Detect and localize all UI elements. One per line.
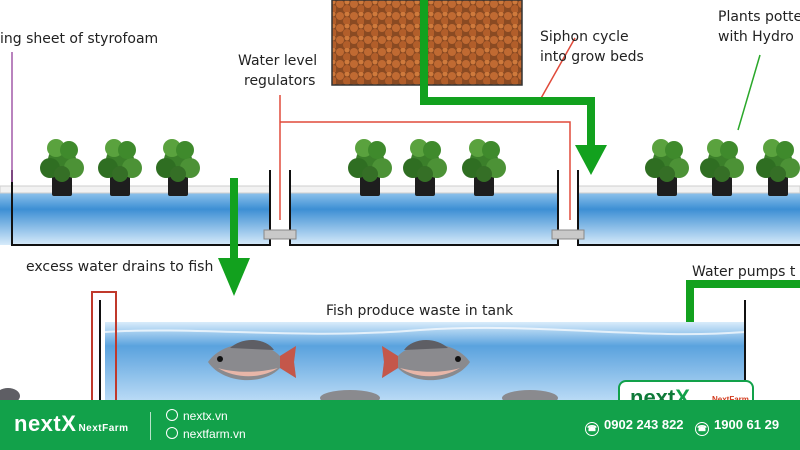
label-siphon-2: into grow beds [540, 49, 644, 65]
footer-divider [150, 412, 151, 440]
footer-phone-2[interactable]: ☎1900 61 29 [695, 417, 779, 436]
logo-subtext: NextFarm [712, 395, 749, 404]
grow-bed-water-1 [0, 190, 270, 245]
label-plants-2: with Hydro [718, 29, 794, 45]
diagram-svg [0, 0, 800, 400]
label-siphon-1: Siphon cycle [540, 29, 629, 45]
hotline-icon: ☎ [695, 422, 709, 436]
tank-outlet [91, 291, 117, 400]
water-level-regulator-1 [263, 229, 297, 240]
label-excess-water: excess water drains to fish [26, 259, 214, 275]
regulator-pointers [279, 37, 576, 220]
label-regulators: regulators [244, 73, 316, 89]
globe-icon [166, 427, 178, 439]
label-fish-waste: Fish produce waste in tank [326, 303, 514, 319]
aquaponics-diagram: ing sheet of styrofoam Water level regul… [0, 0, 800, 400]
footer-site-2[interactable]: nextfarm.vn [166, 427, 246, 441]
label-plants-1: Plants potte [718, 9, 800, 25]
label-water-pumps: Water pumps t [692, 264, 796, 280]
water-level-regulator-2 [551, 229, 585, 240]
label-styrofoam: ing sheet of styrofoam [0, 31, 159, 47]
plants-pointer [737, 54, 761, 131]
globe-icon [166, 409, 178, 421]
grow-bed-water-3 [578, 190, 800, 245]
label-water-level: Water level [238, 53, 318, 69]
footer-site-1[interactable]: nextx.vn [166, 409, 228, 423]
footer-phone-1[interactable]: ☎0902 243 822 [585, 417, 684, 436]
phone-icon: ☎ [585, 422, 599, 436]
grow-bed-water-2 [290, 190, 558, 245]
